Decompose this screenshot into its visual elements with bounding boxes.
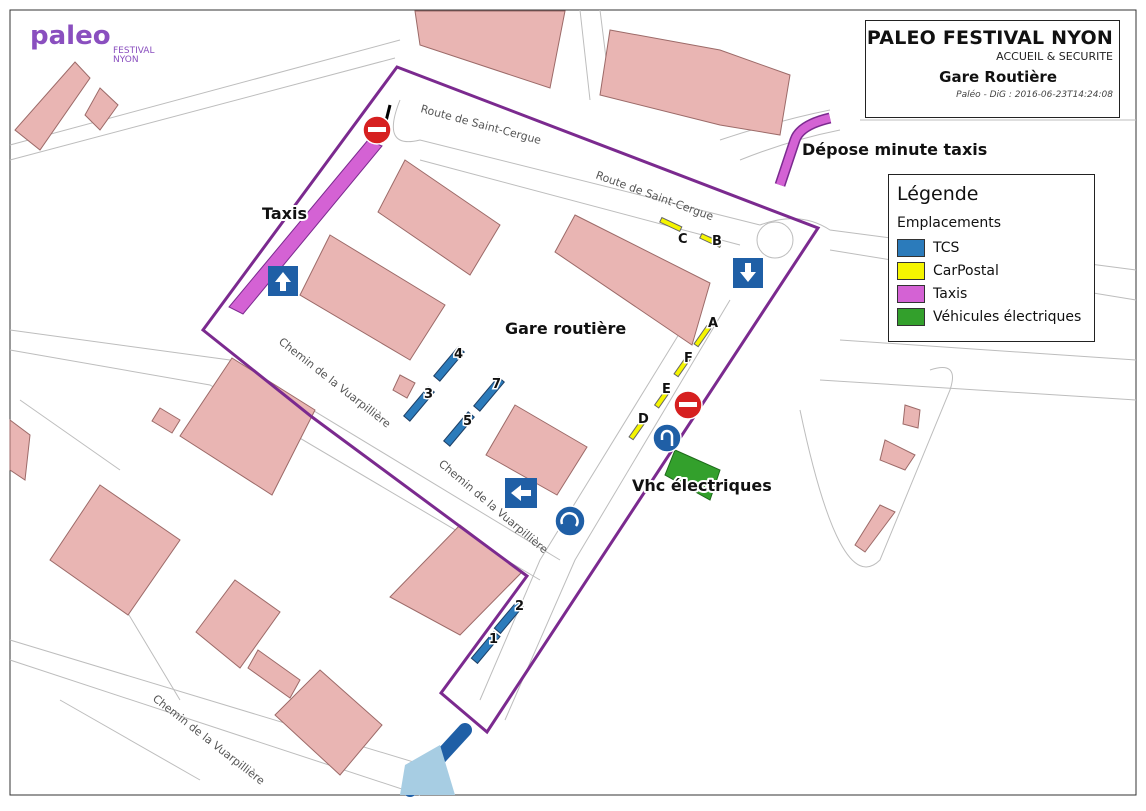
gare-routiere-label: Gare routière xyxy=(505,319,626,338)
slot-label-a: A xyxy=(708,316,718,331)
legend-label: Taxis xyxy=(933,285,968,302)
swatch-icon xyxy=(897,307,925,326)
arrow-down-sign-icon xyxy=(733,258,763,288)
map-name: Gare Routière xyxy=(939,68,1057,86)
slot-label-d: D xyxy=(638,412,649,427)
arrow-left-sign-icon xyxy=(505,478,537,508)
slot-label-3: 3 xyxy=(424,387,433,402)
legend-label: CarPostal xyxy=(933,262,999,279)
slot-label-f: F xyxy=(684,351,693,366)
legend: Légende Emplacements TCS CarPostal Taxis… xyxy=(888,174,1095,342)
depose-minute-label: Dépose minute taxis xyxy=(802,140,987,159)
swatch-icon xyxy=(897,284,925,303)
taxis-label: Taxis xyxy=(262,204,307,223)
swatch-icon xyxy=(897,238,925,257)
slot-label-1: 1 xyxy=(489,632,498,647)
swatch-icon xyxy=(897,261,925,280)
vhc-electriques-zone[interactable] xyxy=(664,449,721,501)
u-turn-sign-icon xyxy=(652,423,682,453)
entrance-arrow-icon xyxy=(400,723,472,797)
legend-section: Emplacements xyxy=(897,215,1002,231)
carpostal-slots[interactable] xyxy=(628,216,723,441)
legend-title: Légende xyxy=(897,183,979,205)
title: PALEO FESTIVAL NYON xyxy=(866,27,1113,49)
legend-item-tcs: TCS xyxy=(897,236,1086,259)
u-turn-sign-icon xyxy=(554,505,586,537)
title-box: PALEO FESTIVAL NYON ACCUEIL & SECURITE G… xyxy=(865,20,1120,118)
legend-item-carpostal: CarPostal xyxy=(897,259,1086,282)
paleo-logo-icon: paleo FESTIVAL NYON xyxy=(29,20,155,66)
tcs-slots[interactable] xyxy=(403,346,524,665)
legend-label: TCS xyxy=(933,239,960,256)
svg-text:NYON: NYON xyxy=(113,55,139,64)
depose-minute-zone[interactable] xyxy=(776,114,831,187)
slot-label-b: B xyxy=(712,234,722,249)
slot-label-2: 2 xyxy=(515,599,524,614)
vhc-electriques-label: Vhc électriques xyxy=(632,476,772,495)
slot-label-c: C xyxy=(678,232,688,247)
legend-item-vehicules: Véhicules électriques xyxy=(897,305,1086,328)
arrow-up-sign-icon xyxy=(268,266,298,296)
svg-text:paleo: paleo xyxy=(30,21,111,51)
slot-label-7: 7 xyxy=(492,377,501,392)
festival-perimeter xyxy=(200,65,821,735)
slot-label-5: 5 xyxy=(463,414,472,429)
buildings xyxy=(9,10,921,776)
subtitle: ACCUEIL & SECURITE xyxy=(996,50,1113,63)
legend-label: Véhicules électriques xyxy=(933,308,1082,325)
slot-label-e: E xyxy=(662,382,671,397)
map-frame xyxy=(9,9,1137,796)
no-entry-sign-icon xyxy=(673,390,703,420)
legend-item-taxis: Taxis xyxy=(897,282,1086,305)
paleo-logo: paleo FESTIVAL NYON xyxy=(28,18,168,68)
credit: Paléo - DiG : 2016-06-23T14:24:08 xyxy=(956,90,1113,100)
slot-label-4: 4 xyxy=(454,347,463,362)
svg-text:FESTIVAL: FESTIVAL xyxy=(113,46,154,56)
no-entry-sign-icon xyxy=(362,104,392,145)
